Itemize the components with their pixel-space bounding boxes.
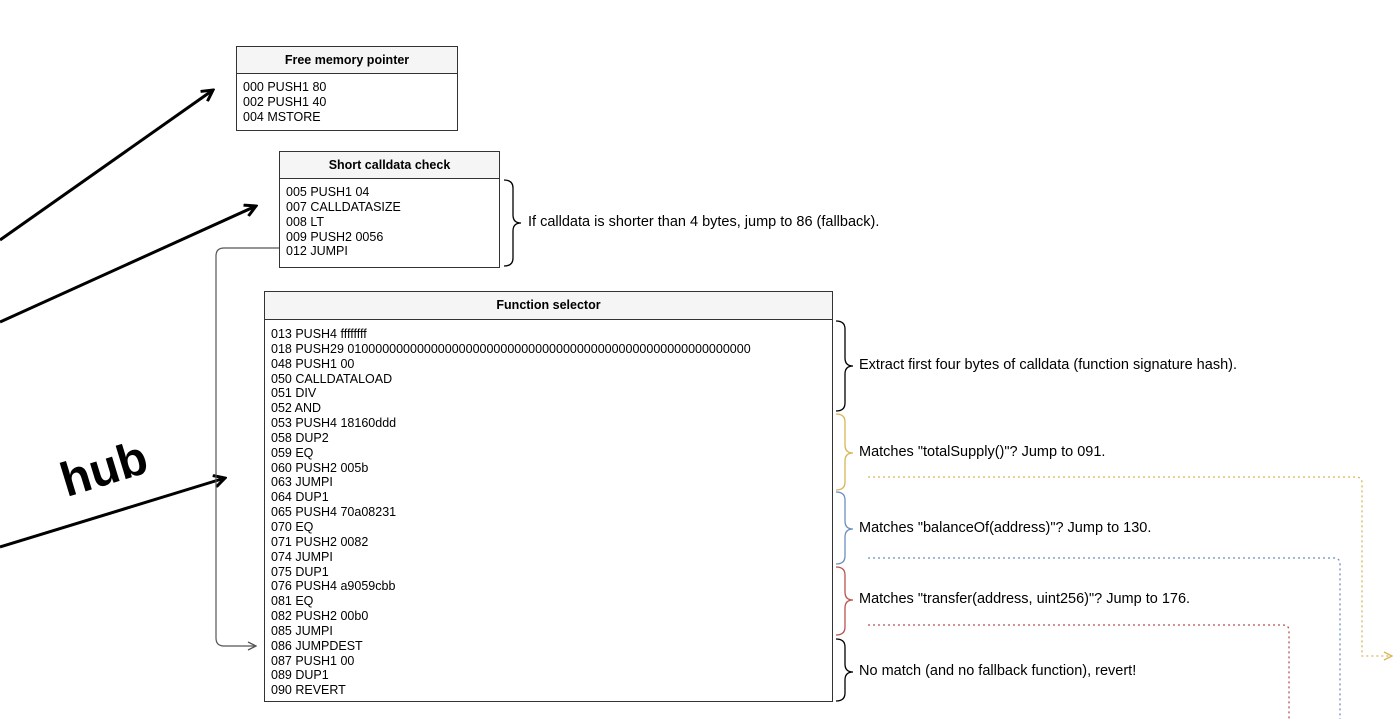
instruction-line: 063 JUMPI (271, 475, 333, 490)
annotation-no-match: No match (and no fallback function), rev… (859, 663, 1137, 679)
instruction-line: 018 PUSH29 01000000000000000000000000000… (271, 341, 751, 356)
instruction-line: 082 PUSH2 00b0 (271, 609, 369, 624)
jump-connector-balance-of (868, 557, 1341, 719)
instruction-line: 002 PUSH1 40 (243, 94, 327, 109)
instruction-line: 074 JUMPI (271, 549, 333, 564)
instruction-line: 008 LT (286, 214, 324, 229)
brace-balance-of (835, 491, 854, 565)
instruction-line: 058 DUP2 (271, 430, 329, 445)
instruction-line: 005 PUSH1 04 (286, 185, 370, 199)
entry-arrow-function-selector (0, 478, 225, 549)
instruction-line: 009 PUSH2 0056 (286, 229, 384, 244)
entry-arrow-short-calldata (0, 206, 256, 324)
instruction-line: 076 PUSH4 a9059cbb (271, 579, 396, 594)
instruction-line: 081 EQ (271, 594, 314, 609)
annotation-total-supply: Matches "totalSupply()"? Jump to 091. (859, 444, 1106, 460)
brace-transfer (835, 566, 854, 636)
brace-extract (835, 320, 854, 412)
instruction-line: 087 PUSH1 00 (271, 653, 355, 668)
instruction-line: 071 PUSH2 0082 (271, 534, 369, 549)
instruction-line: 085 JUMPI (271, 623, 333, 638)
instruction-line: 000 PUSH1 80 (243, 80, 327, 94)
instruction-line: 086 JUMPDEST (271, 638, 363, 653)
entry-arrow-free-memory (0, 90, 213, 242)
brace-no-match (835, 638, 854, 702)
block-title: Function selector (265, 292, 832, 320)
block-title: Short calldata check (280, 152, 499, 179)
instruction-line: 059 EQ (271, 445, 314, 460)
instruction-list: 005 PUSH1 04 007 CALLDATASIZE 008 LT 009… (280, 179, 499, 259)
instruction-line: 050 CALLDATALOAD (271, 371, 393, 386)
instruction-list: 013 PUSH4 ffffffff 018 PUSH29 0100000000… (265, 320, 832, 698)
instruction-line: 004 MSTORE (243, 109, 321, 124)
instruction-line: 007 CALLDATASIZE (286, 199, 401, 214)
instruction-line: 090 REVERT (271, 683, 346, 698)
jump-connector-transfer (868, 624, 1290, 719)
instruction-list: 000 PUSH1 80 002 PUSH1 40 004 MSTORE (237, 74, 457, 125)
block-title: Free memory pointer (237, 47, 457, 74)
block-free-memory-pointer: Free memory pointer 000 PUSH1 80 002 PUS… (236, 46, 458, 131)
instruction-line: 060 PUSH2 005b (271, 460, 369, 475)
instruction-line: 070 EQ (271, 519, 314, 534)
annotation-balance-of: Matches "balanceOf(address)"? Jump to 13… (859, 520, 1152, 536)
instruction-line: 089 DUP1 (271, 668, 329, 683)
instruction-line: 075 DUP1 (271, 564, 329, 579)
block-function-selector: Function selector 013 PUSH4 ffffffff 018… (264, 291, 833, 702)
annotation-short-calldata: If calldata is shorter than 4 bytes, jum… (528, 214, 880, 230)
instruction-line: 013 PUSH4 ffffffff (271, 327, 367, 341)
instruction-line: 065 PUSH4 70a08231 (271, 505, 397, 520)
annotation-transfer: Matches "transfer(address, uint256)"? Ju… (859, 591, 1191, 607)
instruction-line: 048 PUSH1 00 (271, 356, 355, 371)
instruction-line: 064 DUP1 (271, 490, 329, 505)
instruction-line: 012 JUMPI (286, 244, 348, 259)
jump-connector-total-supply (868, 476, 1392, 656)
instruction-line: 052 AND (271, 401, 322, 416)
instruction-line: 051 DIV (271, 386, 317, 401)
instruction-line: 053 PUSH4 18160ddd (271, 416, 397, 431)
annotation-extract: Extract first four bytes of calldata (fu… (859, 357, 1237, 373)
fallback-jump-arrow (215, 247, 279, 646)
block-short-calldata-check: Short calldata check 005 PUSH1 04 007 CA… (279, 151, 500, 268)
brace-short-calldata (503, 179, 522, 267)
brace-total-supply (835, 413, 854, 491)
